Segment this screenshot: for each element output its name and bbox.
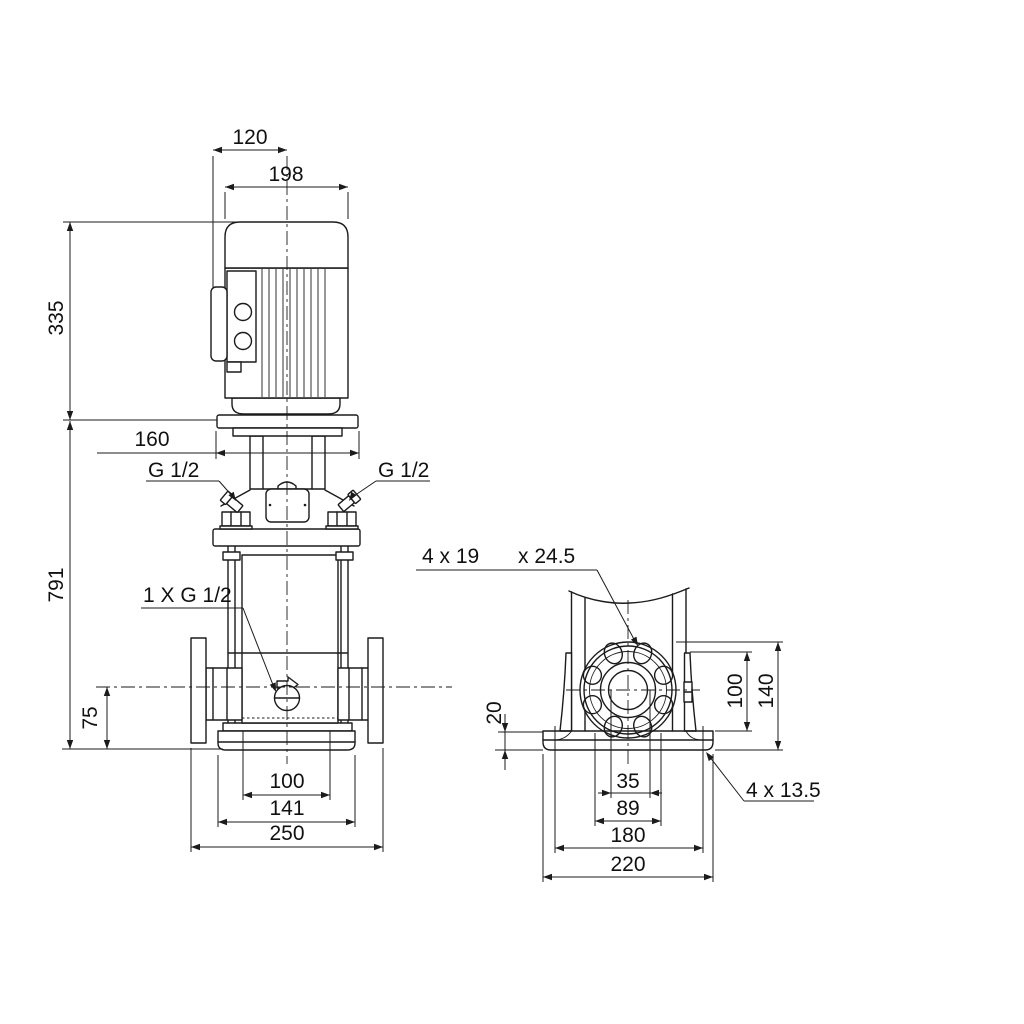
dim-791-label: 791 — [45, 567, 68, 602]
dim-335: 335 — [45, 221, 287, 421]
cable-entry-bottom — [233, 331, 253, 351]
coupling-screw-right — [303, 503, 307, 507]
dim-141-label: 141 — [269, 797, 304, 820]
plug-boss-side — [683, 681, 693, 703]
dim-180: 180 — [554, 726, 704, 853]
label-gauge-left: G 1/2 — [146, 459, 236, 501]
dim-75-label: 75 — [79, 706, 102, 729]
base-holes-label: 4 x 13.5 — [746, 779, 821, 802]
staybolts — [227, 545, 349, 724]
terminal-box — [210, 270, 257, 373]
dim-791: 791 — [45, 421, 223, 750]
suction-port-left — [190, 637, 243, 744]
dim-120-label: 120 — [232, 126, 267, 149]
motor-end-shield — [231, 397, 341, 415]
dim-100-side-label: 100 — [724, 673, 747, 708]
dim-140: 140 — [676, 641, 783, 751]
coupling-screw-left — [268, 503, 272, 507]
coupling-guard-left — [249, 435, 264, 490]
head-nut-left — [219, 511, 253, 530]
dim-100-front: 100 — [242, 731, 331, 800]
dim-160-label: 160 — [134, 428, 169, 451]
dim-75: 75 — [79, 687, 111, 749]
motor-stool-plate — [232, 427, 343, 437]
gauge-left-label: G 1/2 — [148, 459, 199, 482]
fan-cover — [224, 221, 349, 269]
dim-198-label: 198 — [268, 163, 303, 186]
drain-label: 1 X G 1/2 — [143, 584, 232, 607]
label-flange-slots: 4 x 19 x 24.5 — [416, 545, 638, 646]
dim-198: 198 — [224, 163, 349, 219]
pump-base-front — [217, 722, 356, 751]
dim-100-side: 100 — [690, 651, 752, 732]
cooling-fins — [261, 269, 326, 397]
dim-140-label: 140 — [755, 673, 778, 708]
pump-head-flange — [212, 528, 361, 547]
dim-180-label: 180 — [610, 824, 645, 847]
label-gauge-right: G 1/2 — [349, 459, 430, 501]
flange-bolt-holes — [582, 642, 674, 738]
coupling-guard-right — [311, 435, 326, 490]
dim-335-label: 335 — [45, 300, 68, 335]
pump-base-side — [542, 730, 714, 751]
dim-220-label: 220 — [610, 853, 645, 876]
motor-stool-flange — [216, 414, 359, 429]
discharge-port-right — [337, 637, 384, 744]
dim-250: 250 — [190, 748, 384, 852]
cable-entry-top — [233, 302, 253, 322]
dim-35: 35 — [598, 690, 662, 798]
dim-20-label: 20 — [483, 701, 506, 724]
flange-slots-label-b: x 24.5 — [518, 545, 575, 568]
dim-20: 20 — [483, 701, 543, 770]
dim-250-label: 250 — [269, 822, 304, 845]
dim-141: 141 — [217, 755, 356, 827]
label-drain: 1 X G 1/2 — [141, 584, 276, 692]
dim-89-label: 89 — [616, 797, 639, 820]
gauge-right-label: G 1/2 — [378, 459, 429, 482]
label-base-holes: 4 x 13.5 — [706, 752, 821, 802]
flange-slots-label-a: 4 x 19 — [422, 545, 479, 568]
staybolt-nut-right — [335, 551, 354, 561]
dim-160: 160 — [97, 428, 360, 459]
dim-35-label: 35 — [616, 770, 639, 793]
staybolt-nut-left — [222, 551, 241, 561]
head-nut-right — [325, 511, 359, 530]
coupling — [265, 488, 310, 523]
side-view: 4 x 19 x 24.5 20 100 — [416, 545, 821, 882]
dim-100-front-label: 100 — [269, 770, 304, 793]
dim-89: 89 — [594, 733, 662, 826]
dim-220: 220 — [542, 754, 714, 882]
front-view: 120 198 335 791 7 — [45, 126, 452, 852]
